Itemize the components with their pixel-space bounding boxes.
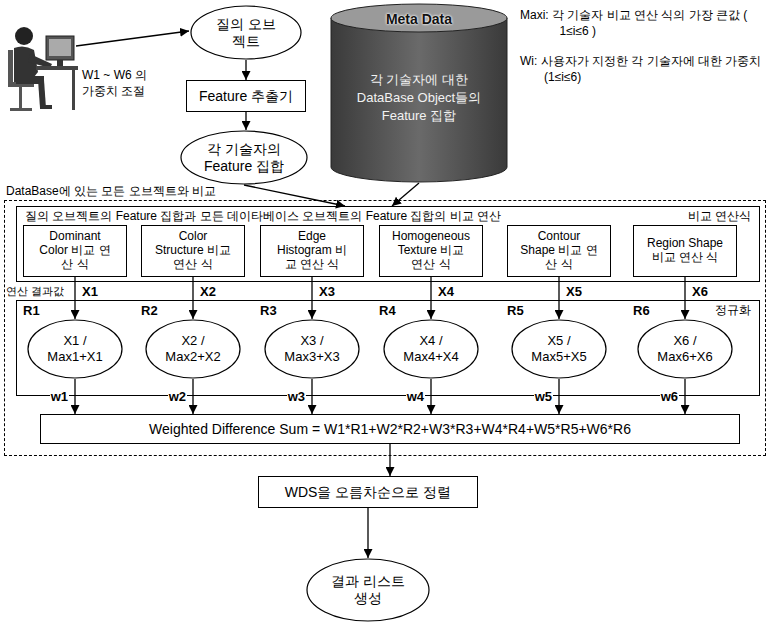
note-label: 연산 결과값 <box>6 284 78 298</box>
row-label: R4 <box>379 303 396 319</box>
normalize-node: R1X1 / Max1+X1 <box>23 303 127 383</box>
arrow-connector <box>245 112 246 130</box>
group-heading: 비교 연산식 <box>688 209 751 224</box>
edge-label: X5 <box>565 284 583 299</box>
edge-label: X3 <box>318 284 336 299</box>
formula-text: Weighted Difference Sum = W1*R1+W2*R2+W3… <box>48 421 732 438</box>
note-label: W1 ~ W6 의 가중치 조절 <box>82 68 162 99</box>
arrow-connector <box>192 277 193 319</box>
arrow-connector <box>558 379 559 414</box>
sort-box: WDS을 오름차순으로 정렬 <box>258 476 478 508</box>
arrow-connector <box>74 277 75 319</box>
row-label: R5 <box>507 303 524 319</box>
ellipse-shape: X4 / Max4+X4 <box>383 319 479 379</box>
descriptor-box: Color Structure 비교 연산 식 <box>141 225 245 277</box>
ratio-formula: X6 / Max6+X6 <box>653 333 717 364</box>
arrow-connector <box>74 379 75 414</box>
descriptor-box: Dominant Color 비교 연산 식 <box>23 225 127 277</box>
sum-box: Weighted Difference Sum = W1*R1+W2*R2+W3… <box>40 414 740 444</box>
edge-label: w4 <box>406 389 425 404</box>
ellipse-shape: X2 / Max2+X2 <box>145 319 241 379</box>
descriptor-box: Contour Shape 비교 연산 식 <box>507 225 611 277</box>
row-label: R6 <box>633 303 650 319</box>
result-ellipse: 결과 리스트 생성 <box>306 558 430 622</box>
database-cylinder: Meta Data 각 기술자에 대한 DataBase Object들의 Fea… <box>330 3 508 183</box>
arrow-connector <box>684 277 685 319</box>
arrow-connector <box>192 379 193 414</box>
descriptor-text: Dominant Color 비교 연산 식 <box>35 230 115 271</box>
descriptor-box: Edge Histogram 비교 연산 식 <box>260 225 364 277</box>
db-title: Meta Data <box>386 11 452 27</box>
user-arrow <box>76 31 189 46</box>
node-text: 각 기술자의 Feature 집합 <box>196 141 292 175</box>
query-ellipse: 질의 오브젝트 <box>190 5 302 60</box>
descriptor-text: Homogeneous Texture 비교 연산 식 <box>391 230 471 271</box>
node-text: Feature 추출기 <box>192 88 300 105</box>
arrow-connector <box>430 379 431 414</box>
edge-label: X1 <box>81 284 99 299</box>
ellipse-shape: X1 / Max1+X1 <box>27 319 123 379</box>
ellipse-shape: X5 / Max5+X5 <box>511 319 607 379</box>
group-heading: 정규화 <box>715 303 751 318</box>
arrow-connector <box>430 277 431 319</box>
group-header: 질의 오브젝트의 Feature 집합과 모든 데이타베이스 오브젝트의 Fea… <box>17 207 759 224</box>
note-label: Maxi: 각 기술자 비교 연산 식의 가장 큰값 ( 1≤i≤6 ) <box>520 8 768 39</box>
descriptor-text: Edge Histogram 비교 연산 식 <box>272 230 352 271</box>
ratio-formula: X2 / Max2+X2 <box>161 333 225 364</box>
compare-region: DataBase에 있는 모든 오브젝트와 비교질의 오브젝트의 Feature… <box>4 184 766 456</box>
descriptor-box: Region Shape 비교 연산 식 <box>633 225 737 277</box>
ratio-formula: X1 / Max1+X1 <box>43 333 107 364</box>
edge-label: X2 <box>199 284 217 299</box>
normalize-group: 정규화R1X1 / Max1+X1R2X2 / Max2+X2R3X3 / Ma… <box>16 300 760 396</box>
normalize-node: R3X3 / Max3+X3 <box>260 303 364 383</box>
ellipse-shape: X3 / Max3+X3 <box>264 319 360 379</box>
node-text: 결과 리스트 생성 <box>328 573 408 607</box>
descriptor-text: Color Structure 비교 연산 식 <box>153 230 233 271</box>
arrow-connector <box>389 444 390 476</box>
edge-label: w5 <box>534 389 553 404</box>
normalize-node: R2X2 / Max2+X2 <box>141 303 245 383</box>
region-heading: DataBase에 있는 모든 오브젝트와 비교 <box>4 184 766 199</box>
edge-label: w1 <box>50 389 69 404</box>
edge-label: w3 <box>287 389 306 404</box>
edge-label: X6 <box>691 284 709 299</box>
edge-label: X4 <box>437 284 455 299</box>
descriptor-text: Region Shape 비교 연산 식 <box>645 237 725 265</box>
normalize-node: R4X4 / Max4+X4 <box>379 303 483 383</box>
row-label: R2 <box>141 303 158 319</box>
node-text: 질의 오브젝트 <box>212 16 280 50</box>
arrow-connector <box>245 60 246 80</box>
arrow-connector <box>311 277 312 319</box>
arrow-connector <box>311 379 312 414</box>
arrow-connector <box>244 185 345 206</box>
arrow-connector <box>558 277 559 319</box>
process-box: Feature 추출기 <box>186 80 306 112</box>
ratio-formula: X4 / Max4+X4 <box>399 333 463 364</box>
note-label: Wi: 사용자가 지정한 각 기술자에 대한 가중치 (1≤i≤6) <box>520 54 768 85</box>
db-description: 각 기술자에 대한 DataBase Object들의 Feature 집합 <box>353 71 485 126</box>
ratio-formula: X5 / Max5+X5 <box>527 333 591 364</box>
edge-label: w2 <box>168 389 187 404</box>
descriptor-box: Homogeneous Texture 비교 연산 식 <box>379 225 483 277</box>
row-label: R3 <box>260 303 277 319</box>
descriptor-text: Contour Shape 비교 연산 식 <box>519 230 599 271</box>
feature-set-ellipse: 각 기술자의 Feature 집합 <box>180 130 308 185</box>
group-heading: 질의 오브젝트의 Feature 집합과 모든 데이타베이스 오브젝트의 Fea… <box>25 209 501 224</box>
normalize-node: R5X5 / Max5+X5 <box>507 303 611 383</box>
compare-group: 질의 오브젝트의 Feature 집합과 모든 데이타베이스 오브젝트의 Fea… <box>16 206 760 282</box>
ratio-formula: X3 / Max3+X3 <box>280 333 344 364</box>
arrow-connector <box>684 379 685 414</box>
arrow-connector <box>367 508 368 558</box>
arrow-connector <box>392 183 419 206</box>
ellipse-shape: X6 / Max6+X6 <box>637 319 733 379</box>
node-text: WDS을 오름차순으로 정렬 <box>264 484 472 501</box>
row-label: R1 <box>23 303 40 319</box>
edge-label: w6 <box>660 389 679 404</box>
user-icon <box>8 27 78 111</box>
